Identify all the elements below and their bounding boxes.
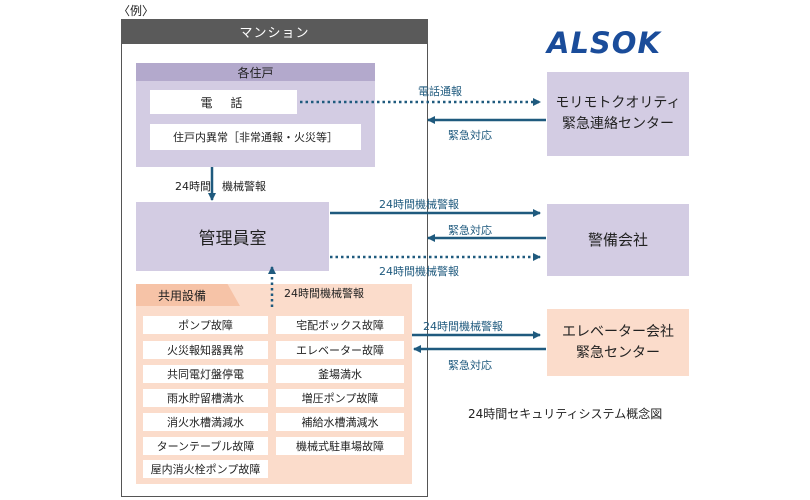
facility-item: エレベーター故障: [276, 341, 404, 359]
morimoto-emergency-center-box: モリモトクオリティ 緊急連絡センター: [547, 72, 689, 156]
example-label: 〈例〉: [118, 4, 155, 18]
facility-item: 雨水貯留槽満水: [143, 389, 268, 407]
diagram-caption: 24時間セキュリティシステム概念図: [468, 407, 663, 421]
facility-item: 共同電灯盤停電: [143, 365, 268, 383]
abnormal-box: 住戸内異常［非常通報・火災等］: [150, 124, 361, 150]
alarm-24h-label: 24時間機械警報: [379, 265, 459, 278]
morimoto-line2: 緊急連絡センター: [562, 116, 674, 132]
emergency-response-label: 緊急対応: [448, 359, 492, 372]
facility-item: 火災報知器異常: [143, 341, 268, 359]
facility-item: ターンテーブル故障: [143, 437, 268, 455]
mansion-title: マンション: [121, 19, 428, 44]
facility-item: 機械式駐車場故障: [276, 437, 404, 455]
alsok-logo: ALSOK: [547, 26, 661, 60]
shared-facilities-title: 共用設備: [136, 284, 240, 306]
units-to-mgmt-alarm-label: 24時間 機械警報: [175, 180, 266, 193]
security-company-box: 警備会社: [547, 204, 689, 276]
emergency-response-label: 緊急対応: [448, 129, 492, 142]
facility-item: 宅配ボックス故障: [276, 316, 404, 334]
alarm-24h-label: 24時間機械警報: [379, 198, 459, 211]
shared-to-mgmt-alarm-label: 24時間機械警報: [284, 287, 364, 300]
facility-item: ポンプ故障: [143, 316, 268, 334]
morimoto-line1: モリモトクオリティ: [555, 95, 681, 111]
facility-item: 増圧ポンプ故障: [276, 389, 404, 407]
elevator-line2: 緊急センター: [576, 344, 660, 361]
facility-item: 消火水槽満減水: [143, 413, 268, 431]
elevator-company-box: エレベーター会社 緊急センター: [547, 309, 689, 376]
phone-box: 電話: [150, 90, 297, 114]
phone-report-label: 電話通報: [418, 85, 462, 98]
management-room-box: 管理員室: [136, 202, 329, 271]
facility-item: 屋内消火栓ポンプ故障: [143, 460, 268, 478]
alarm-24h-label: 24時間機械警報: [423, 320, 503, 333]
elevator-line1: エレベーター会社: [562, 323, 674, 340]
units-title: 各住戸: [136, 63, 375, 81]
emergency-response-label: 緊急対応: [448, 224, 492, 237]
facility-item: 釜場満水: [276, 365, 404, 383]
facility-item: 補給水槽満減水: [276, 413, 404, 431]
